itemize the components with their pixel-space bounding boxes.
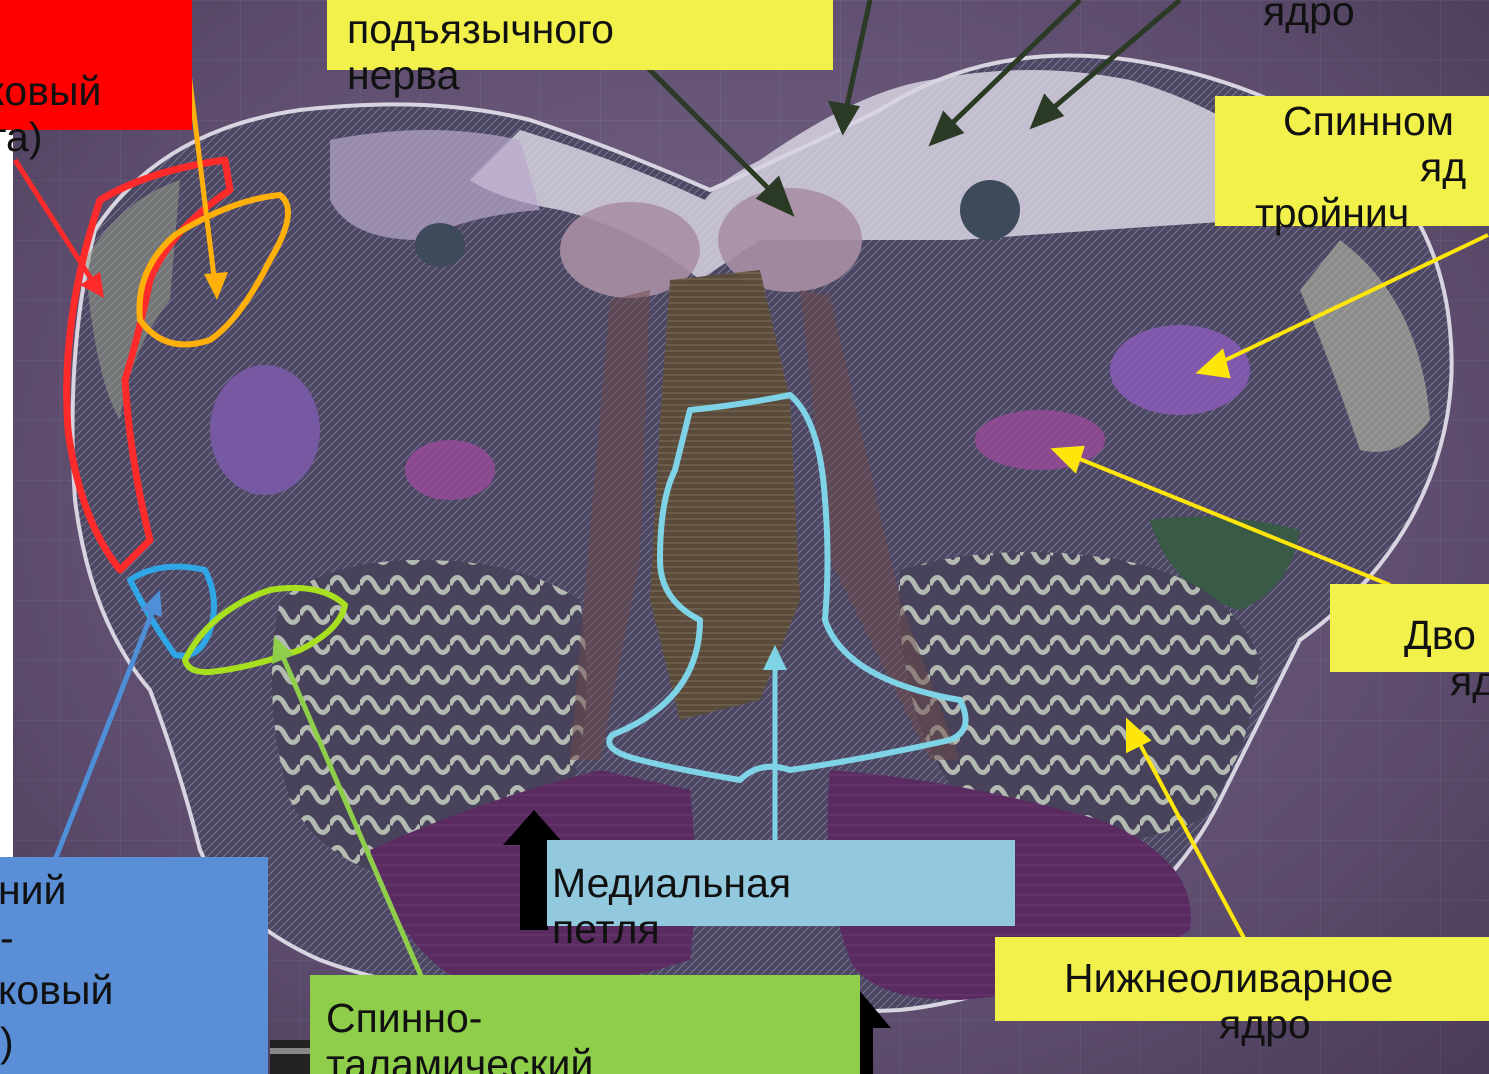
top-left-red-label-line-1: ковый: [0, 68, 190, 114]
inferior-olive-label-line-2: ядро: [1064, 1001, 1393, 1047]
spinothalamic-label-line-2: таламический: [326, 1041, 593, 1074]
blue-tract-label-line-2: -: [0, 914, 268, 962]
top-right-label: ядро: [1263, 0, 1355, 34]
medial-lemniscus-label-line-2: петля: [552, 906, 791, 952]
ambiguus-label-line-2: яд: [1404, 658, 1489, 704]
hypoglossal-label: подъязычного нерва: [347, 6, 614, 98]
spinothalamic-label: Спинно- таламический: [326, 995, 593, 1074]
top-right-label-line-1: ядро: [1263, 0, 1355, 34]
blue-tract-label-line-1: ний: [0, 866, 268, 914]
spinothalamic-label-line-1: Спинно-: [326, 995, 593, 1041]
spinal-trigeminal-label-line-1: Спинном: [1255, 98, 1489, 144]
ambiguus-label-line-1: Дво: [1404, 612, 1489, 658]
spinal-trigeminal-label-line-2: яд: [1255, 144, 1489, 190]
blue-tract-label: ний - ковый ): [0, 866, 268, 1074]
top-left-red-label-line-2: га): [0, 114, 190, 160]
medial-lemniscus-label-line-1: Медиальная: [552, 860, 791, 906]
blue-tract-label-line-3: ковый: [0, 962, 268, 1018]
hypoglossal-label-line-1: подъязычного: [347, 6, 614, 52]
top-left-red-label: ковый га): [0, 68, 190, 160]
blue-tract-label-line-4: ): [0, 1018, 268, 1066]
spinal-trigeminal-label: Спинном яд тройнич: [1255, 98, 1489, 236]
inferior-olive-label: Нижнеоливарное ядро: [1064, 955, 1393, 1047]
ambiguus-label: Дво яд: [1404, 612, 1489, 704]
spinal-trigeminal-label-line-3: тройнич: [1255, 190, 1489, 236]
hypoglossal-label-line-2: нерва: [347, 52, 614, 98]
medial-lemniscus-label: Медиальная петля: [552, 860, 791, 952]
inferior-olive-label-line-1: Нижнеоливарное: [1064, 955, 1393, 1001]
